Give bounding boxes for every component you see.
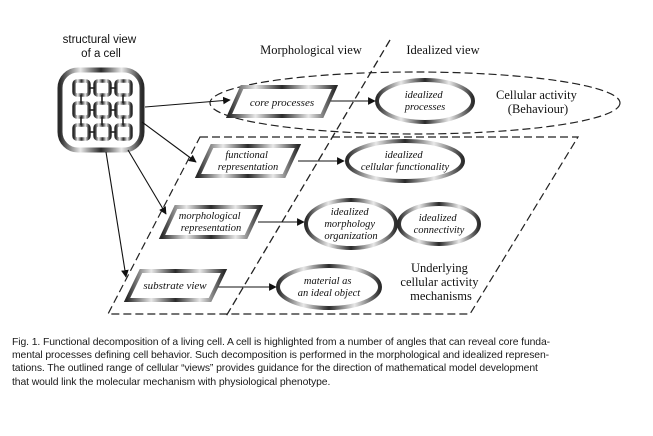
caption-line: that would link the molecular mechanism …: [12, 376, 331, 388]
caption-line: Fig. 1. Functional decomposition of a li…: [12, 337, 551, 348]
core-processes-node: core processes: [225, 85, 339, 118]
material-ideal-object-node: material as an ideal object: [276, 264, 382, 310]
morphological-representation-node: morphological representation: [158, 205, 264, 239]
underlying-mechanisms-region: [107, 136, 580, 315]
svg-text:idealized processes: idealized processes: [404, 90, 445, 113]
svg-text:morphological representa: morphological representation: [179, 211, 243, 234]
figure-caption: Fig. 1. Functional decomposition of a li…: [12, 336, 637, 389]
cellular-activity-label: Cellular activity (Behaviour): [496, 88, 580, 116]
idealized-morphology-organization-node: idealized morphology organization: [304, 198, 398, 250]
svg-text:idealized cellular funct: idealized cellular functionality: [361, 150, 450, 173]
cell-arrows: [105, 96, 376, 291]
svg-text:functional representatio: functional representation: [218, 150, 278, 173]
svg-text:substrate view: substrate view: [143, 280, 207, 292]
svg-text:idealized connectivity: idealized connectivity: [414, 213, 465, 236]
idealized-processes-node: idealized processes: [375, 78, 475, 124]
underlying-mechanisms-label: Underlying cellular activity mechanisms: [400, 261, 481, 303]
svg-text:idealized morphology: idealized morphology organization: [324, 207, 377, 242]
caption-line: mental processes defining cell behavior.…: [12, 350, 550, 362]
idealized-connectivity-node: idealized connectivity: [397, 202, 481, 246]
functional-representation-node: functional representation: [194, 144, 302, 178]
idealized-cellular-functionality-node: idealized cellular functionality: [345, 139, 465, 183]
idealized-view-label: Idealized view: [406, 43, 479, 57]
svg-text:material as an ideal obj: material as an ideal object: [298, 276, 361, 299]
cellular-activity-region: [209, 71, 621, 135]
svg-text:core processes: core processes: [250, 97, 314, 109]
caption-line: tations. The outlined range of cellular …: [12, 363, 538, 375]
cell-grid-icon: [57, 67, 145, 153]
morphological-view-label: Morphological view: [260, 43, 362, 57]
view-divider-line: [224, 39, 391, 319]
substrate-view-node: substrate view: [123, 269, 228, 302]
structural-view-label: structural view of a cell: [63, 34, 140, 60]
